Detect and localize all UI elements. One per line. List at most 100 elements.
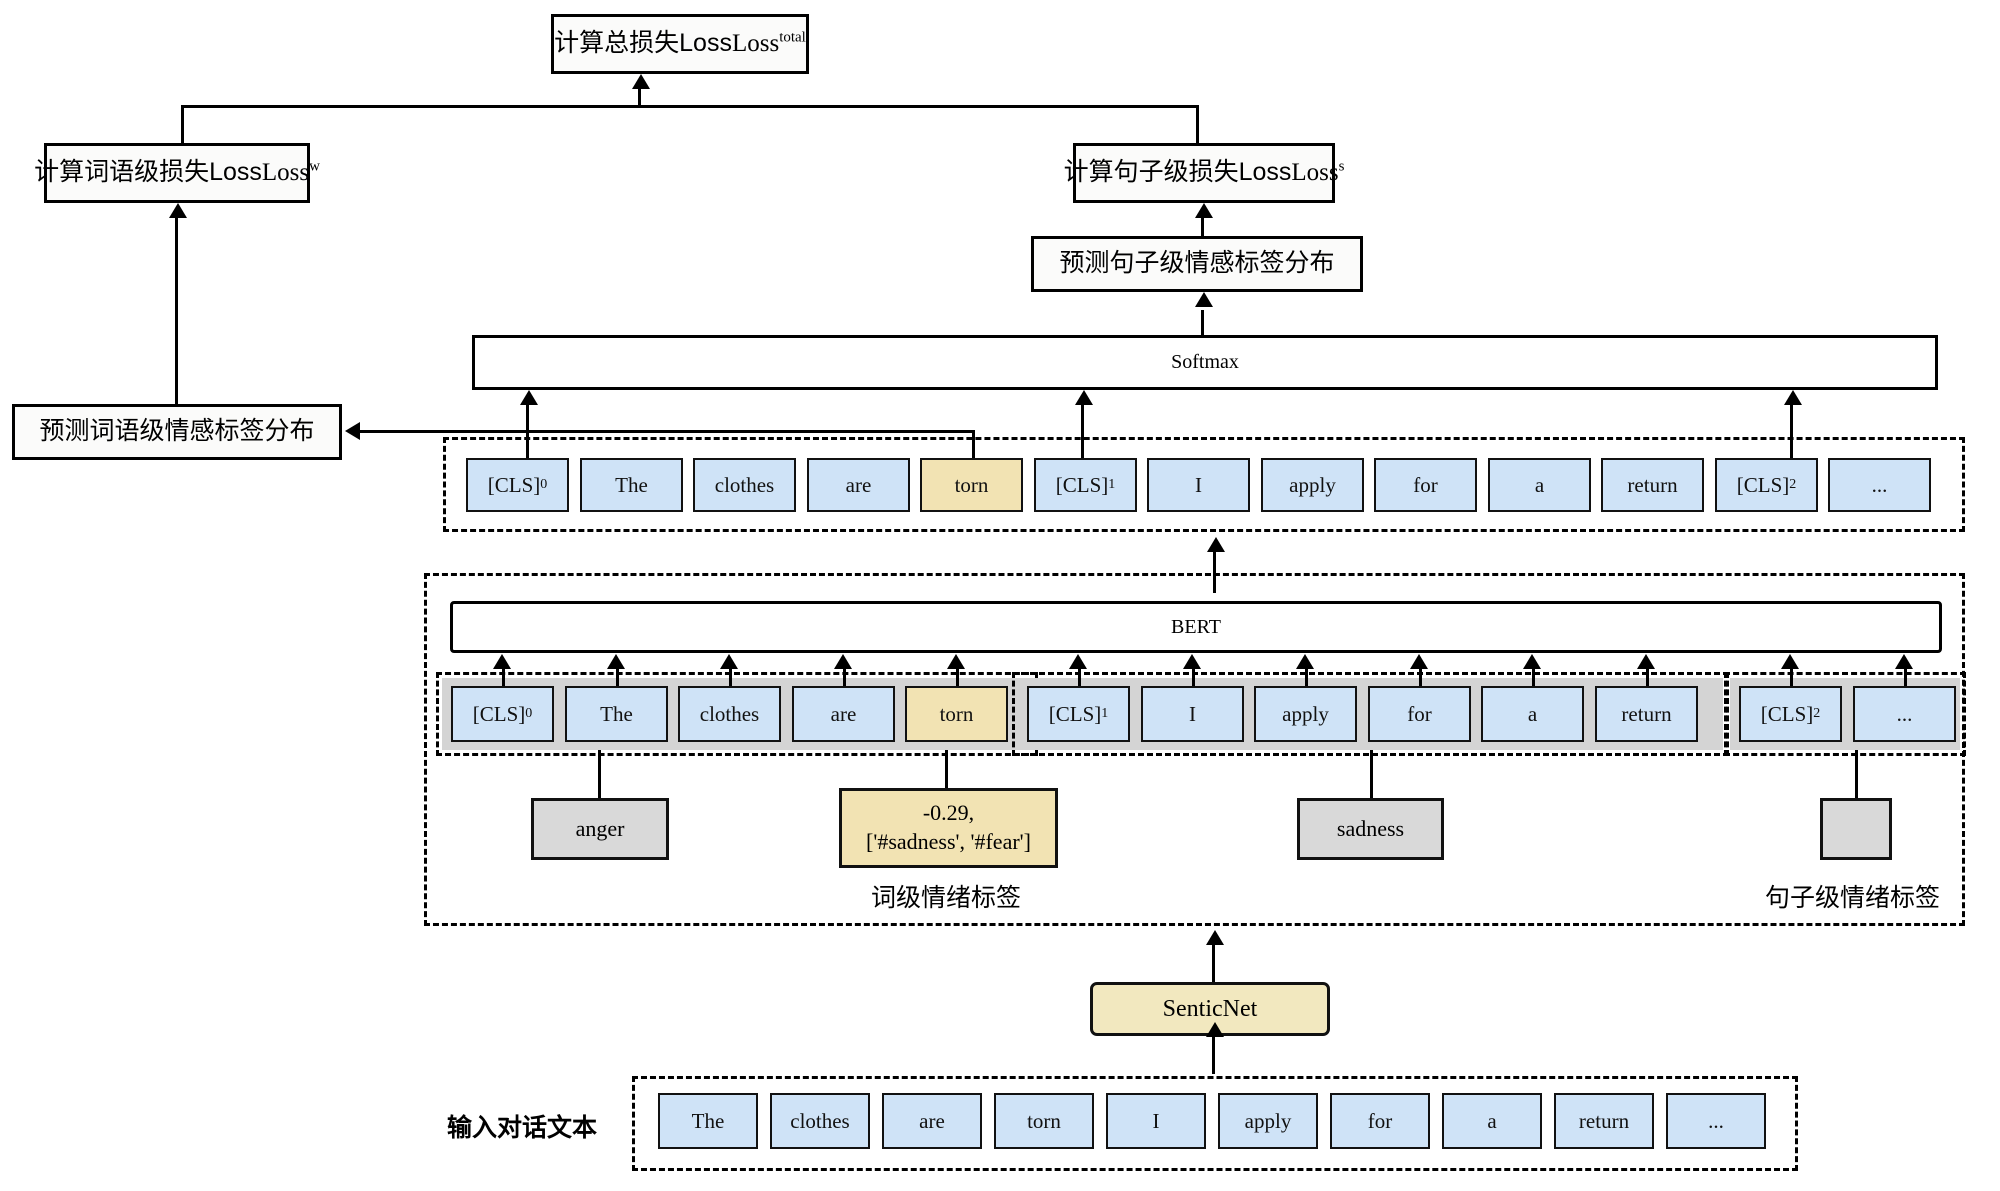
connector-cls2-to-blank bbox=[1855, 750, 1858, 798]
input-text-token-3: torn bbox=[994, 1093, 1094, 1149]
connector-cls1-to-sadness bbox=[1370, 750, 1373, 798]
input-text-token-0: The bbox=[658, 1093, 758, 1149]
encoded-token-2: clothes bbox=[693, 458, 796, 512]
arrow-to-word-prediction bbox=[345, 422, 360, 440]
connector-senticnet-to-section bbox=[1212, 944, 1215, 982]
token-text: torn bbox=[939, 701, 974, 726]
arrow-senticnet-to-section bbox=[1206, 930, 1224, 945]
token-text: torn bbox=[1027, 1108, 1061, 1133]
token-text: [CLS] bbox=[1048, 701, 1102, 726]
encoded-token-10: return bbox=[1601, 458, 1704, 512]
token-text: return bbox=[1621, 701, 1672, 726]
token-text: I bbox=[1189, 701, 1196, 726]
connector-token-to-bert bbox=[616, 668, 619, 686]
encoded-token-11: [CLS]2 bbox=[1715, 458, 1818, 512]
total-loss-box: 计算总损失LossLosstotal bbox=[551, 14, 809, 74]
arrow-softmax-to-sentpred bbox=[1195, 292, 1213, 307]
token-subscript: 1 bbox=[1108, 477, 1116, 492]
connector-token-to-bert bbox=[956, 668, 959, 686]
token-subscript: 1 bbox=[1101, 706, 1109, 721]
word-level-label-caption: 词级情绪标签 bbox=[871, 884, 1022, 912]
encoded-token-6: I bbox=[1147, 458, 1250, 512]
sadness-label: sadness bbox=[1336, 815, 1405, 841]
token-subscript: 0 bbox=[525, 706, 533, 721]
connector-bus-left-down bbox=[181, 105, 184, 145]
token-text: a bbox=[1487, 1108, 1497, 1133]
arrow-token-to-bert bbox=[1183, 654, 1201, 669]
token-text: clothes bbox=[714, 472, 775, 497]
arrow-cls1-softmax bbox=[1075, 390, 1093, 405]
arrow-token-to-bert bbox=[607, 654, 625, 669]
token-text: [CLS] bbox=[1055, 472, 1109, 497]
connector-tokens-down-torn bbox=[972, 430, 975, 465]
connector-cls2-to-softmax bbox=[1790, 405, 1793, 465]
arrow-cls0-softmax bbox=[520, 390, 538, 405]
token-text: I bbox=[1195, 472, 1202, 497]
word-prediction-label: 预测词语级情感标签分布 bbox=[39, 417, 315, 446]
input-text-caption: 输入对话文本 bbox=[447, 1114, 598, 1142]
arrow-to-total-loss bbox=[632, 74, 650, 89]
connector-loss-bus bbox=[181, 105, 1199, 108]
sentence-loss-box: 计算句子级损失LossLosss bbox=[1064, 143, 1344, 203]
sadness-label-box: sadness bbox=[1297, 798, 1444, 860]
token-subscript: 2 bbox=[1813, 706, 1821, 721]
torn-sentic-label: -0.29,['#sadness', '#fear'] bbox=[866, 800, 1031, 854]
arrow-token-to-bert bbox=[1781, 654, 1799, 669]
input-text-container bbox=[632, 1076, 1798, 1171]
softmax-label: Softmax bbox=[1171, 351, 1239, 373]
arrow-to-sentence-loss bbox=[1195, 203, 1213, 218]
arrow-token-to-bert bbox=[493, 654, 511, 669]
encoded-token-5: [CLS]1 bbox=[1034, 458, 1137, 512]
token-subscript: 2 bbox=[1789, 477, 1797, 492]
token-text: a bbox=[1527, 701, 1538, 726]
token-text: are bbox=[845, 472, 872, 497]
word-loss-label: 计算词语级损失LossLossw bbox=[34, 158, 320, 187]
input-text-token-5: apply bbox=[1218, 1093, 1318, 1149]
input-text-token-9: ... bbox=[1666, 1093, 1766, 1149]
input-token-4: torn bbox=[905, 686, 1008, 742]
token-text: The bbox=[615, 472, 648, 497]
token-text: torn bbox=[954, 472, 989, 497]
token-text: [CLS] bbox=[1736, 472, 1790, 497]
input-text-token-6: for bbox=[1330, 1093, 1430, 1149]
input-text-token-4: I bbox=[1106, 1093, 1206, 1149]
input-token-9: a bbox=[1481, 686, 1584, 742]
token-text: I bbox=[1152, 1108, 1160, 1133]
arrow-token-to-bert bbox=[1895, 654, 1913, 669]
connector-totalloss-vertical bbox=[638, 88, 641, 108]
connector-token-to-bert bbox=[1646, 668, 1649, 686]
input-token-6: I bbox=[1141, 686, 1244, 742]
connector-token-to-bert bbox=[1078, 668, 1081, 686]
arrow-to-word-loss bbox=[169, 203, 187, 218]
token-text: for bbox=[1413, 472, 1438, 497]
token-text: ... bbox=[1896, 701, 1913, 726]
bert-label: BERT bbox=[1171, 615, 1221, 638]
input-token-0: [CLS]0 bbox=[451, 686, 554, 742]
input-token-10: return bbox=[1595, 686, 1698, 742]
input-text-token-8: return bbox=[1554, 1093, 1654, 1149]
encoded-token-7: apply bbox=[1261, 458, 1364, 512]
arrow-bert-to-tokens bbox=[1207, 537, 1225, 552]
connector-softmax-to-sentpred bbox=[1201, 310, 1204, 335]
token-text: for bbox=[1407, 701, 1432, 726]
encoded-token-0: [CLS]0 bbox=[466, 458, 569, 512]
connector-wordpred-to-wordloss bbox=[175, 218, 178, 408]
connector-bus-right-down bbox=[1196, 105, 1199, 145]
token-text: ... bbox=[1708, 1108, 1724, 1133]
arrow-token-to-bert bbox=[947, 654, 965, 669]
token-text: for bbox=[1367, 1108, 1393, 1133]
token-text: clothes bbox=[699, 701, 760, 726]
input-text-token-7: a bbox=[1442, 1093, 1542, 1149]
input-text-token-2: are bbox=[882, 1093, 982, 1149]
input-token-3: are bbox=[792, 686, 895, 742]
word-prediction-box: 预测词语级情感标签分布 bbox=[12, 404, 342, 460]
encoded-token-container bbox=[443, 437, 1965, 532]
connector-token-to-bert bbox=[1192, 668, 1195, 686]
encoded-token-9: a bbox=[1488, 458, 1591, 512]
input-token-8: for bbox=[1368, 686, 1471, 742]
input-token-11: [CLS]2 bbox=[1739, 686, 1842, 742]
input-token-2: clothes bbox=[678, 686, 781, 742]
connector-cls0-to-softmax bbox=[526, 405, 529, 465]
arrow-input-to-senticnet bbox=[1206, 1022, 1224, 1037]
